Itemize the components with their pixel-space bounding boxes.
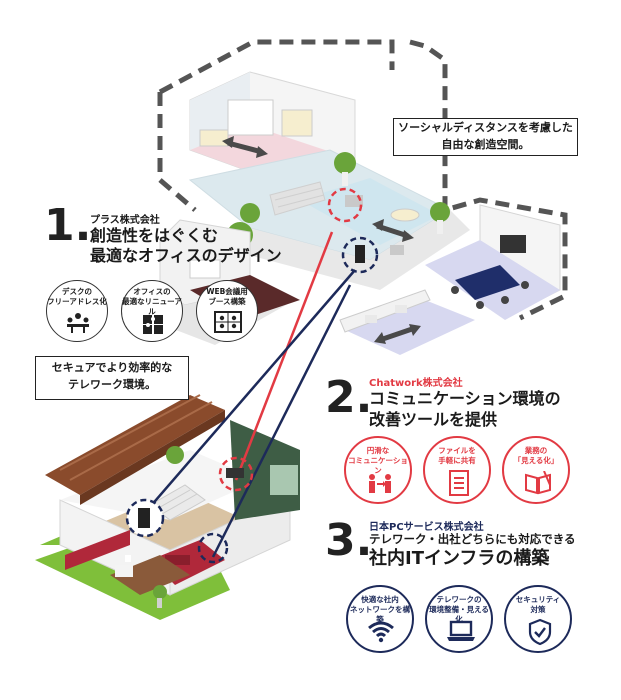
- house: [35, 394, 300, 620]
- company-name: 日本PCサービス株式会社: [369, 522, 484, 533]
- company-name: プラス株式会社: [90, 215, 160, 226]
- feature-network: 快適な社内 ネットワークを構築: [346, 585, 414, 653]
- feature-label: ネットワークを構築: [350, 605, 410, 624]
- feature-label: コミュニケーション: [348, 456, 408, 475]
- feature-label: オフィスの: [133, 287, 171, 296]
- feature-label: セキュリティ: [515, 595, 561, 604]
- feature-telework-environment: テレワークの 環境整備・見える化: [425, 585, 493, 653]
- feature-free-address: デスクの フリーアドレス化: [46, 280, 108, 342]
- meeting-room: [425, 204, 561, 320]
- callout-social-distance: ソーシャルディスタンスを考慮した 自由な創造空間。: [393, 118, 578, 156]
- callout-telework: セキュアでより効率的な テレワーク環境。: [35, 356, 189, 400]
- feature-label: WEB会議用: [206, 287, 248, 296]
- headline-line: 創造性をはぐくむ: [90, 226, 219, 245]
- laptop-icon: [447, 620, 475, 641]
- distance-arrow-top: [227, 140, 263, 155]
- headline-line: コミュニケーション環境の: [369, 389, 561, 408]
- office-dashed-outline: [158, 39, 395, 95]
- headline-line: 改善ツールを提供: [369, 410, 498, 429]
- stairs: [269, 181, 326, 216]
- feature-label: フリーアドレス化: [47, 297, 107, 306]
- video-conference-icon: [214, 311, 242, 333]
- headline-line: 社内ITインフラの構築: [369, 548, 550, 569]
- feature-label: 手軽に共有: [438, 456, 476, 465]
- section-headline: テレワーク・出社どちらにも対応できる 社内ITインフラの構築: [369, 531, 576, 571]
- feature-renewal: オフィスの 最適なリニューアル: [121, 280, 183, 342]
- feature-visualization: 業務の 「見える化」: [502, 436, 570, 504]
- feature-web-booth: WEB会議用 ブース構築: [196, 280, 258, 342]
- distance-arrow-bottom: [379, 325, 416, 343]
- open-book-icon: [525, 471, 551, 495]
- feature-label: デスクの: [62, 287, 92, 296]
- feature-label: 快適な社内: [361, 595, 399, 604]
- callout-line: 自由な創造空間。: [441, 138, 530, 151]
- highlight-circle-navy-office: [341, 236, 379, 274]
- feature-security: セキュリティ 対策: [504, 585, 572, 653]
- feature-smooth-communication: 円滑な コミュニケーション: [344, 436, 412, 504]
- feature-label: 対策: [530, 605, 546, 614]
- highlight-circle-navy-house-2: [197, 532, 229, 564]
- feature-label: 最適なリニューアル: [122, 297, 182, 316]
- feature-label: 円滑な: [366, 446, 390, 455]
- headline-line: 最適なオフィスのデザイン: [90, 246, 282, 265]
- connection-line-red: [234, 231, 334, 481]
- section-number: 2.: [325, 372, 373, 423]
- section-headline: 創造性をはぐくむ 最適なオフィスのデザイン: [90, 226, 282, 266]
- wifi-icon: [368, 621, 394, 643]
- section-number: 1.: [44, 200, 92, 251]
- callout-line: テレワーク環境。: [68, 378, 156, 391]
- connection-line-navy-2: [211, 284, 352, 558]
- feature-label: 「見える化」: [513, 456, 559, 465]
- callout-line: セキュアでより効率的な: [51, 361, 173, 374]
- company-name: Chatwork株式会社: [369, 378, 463, 389]
- feature-file-sharing: ファイルを 手軽に共有: [423, 436, 491, 504]
- highlight-circle-red-house: [218, 456, 254, 492]
- feature-label: ブース構築: [208, 297, 246, 306]
- meeting-table-icon: [67, 313, 89, 333]
- shield-check-icon: [528, 618, 552, 646]
- section-number: 3.: [325, 515, 373, 566]
- feature-label: 業務の: [524, 446, 548, 455]
- desk-area: [339, 289, 475, 355]
- people-exchange-icon: [369, 474, 391, 493]
- puzzle-icon: [143, 315, 163, 334]
- document-icon: [449, 470, 469, 496]
- feature-label: 環境整備・見える化: [429, 605, 489, 624]
- section-headline: コミュニケーション環境の 改善ツールを提供: [369, 388, 561, 430]
- highlight-circle-red-office: [327, 187, 363, 223]
- feature-label: ファイルを: [438, 446, 476, 455]
- connection-line-navy-1: [142, 269, 356, 516]
- callout-line: ソーシャルディスタンスを考慮した: [398, 121, 573, 134]
- headline-subline: テレワーク・出社どちらにも対応できる: [369, 532, 576, 546]
- feature-label: テレワークの: [436, 595, 482, 604]
